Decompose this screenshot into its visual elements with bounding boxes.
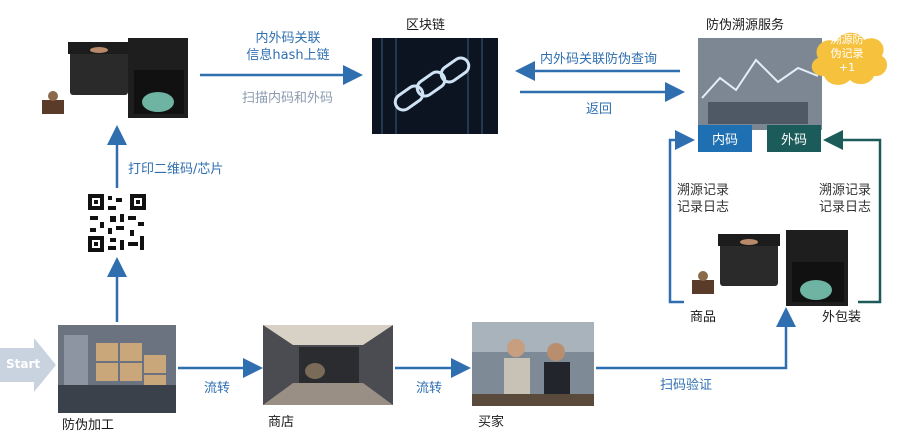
flow1-label: 流转 (204, 381, 231, 396)
link-info-label: 内外码关联 信息hash上链 (246, 31, 330, 63)
log-label-left: 溯源记录 记录日志 (676, 183, 729, 215)
blockchain-title: 区块链 (406, 18, 446, 33)
trace-record-cloud (811, 32, 888, 85)
store-label: 商店 (268, 415, 295, 430)
blockchain-image (372, 38, 498, 134)
inner-code-tag: 内码 (698, 125, 752, 152)
outer-pack-label: 外包装 (822, 310, 862, 325)
arrow-pack-outer (823, 130, 882, 304)
cloud-note-text: 溯源防 伪记录 +1 (830, 33, 864, 74)
processing-image (58, 325, 176, 413)
buyer-label: 买家 (478, 415, 505, 430)
scan-verify-label: 扫码验证 (660, 378, 713, 393)
log-label-right: 溯源记录 记录日志 (818, 183, 871, 215)
product-image-right (686, 224, 854, 312)
goods-label: 商品 (690, 310, 717, 325)
processing-label: 防伪加工 (62, 418, 115, 433)
arrow-goods-inner (668, 130, 695, 304)
trace-service-image (698, 38, 822, 130)
scan-codes-label: 扫描内码和外码 (242, 91, 334, 106)
arrow-scan-verify (596, 307, 796, 370)
print-code-label: 打印二维码/芯片 (128, 162, 224, 177)
trace-service-title: 防伪溯源服务 (706, 18, 785, 33)
store-image (263, 325, 393, 405)
qr-code-icon (86, 192, 148, 254)
start-arrow (0, 338, 56, 392)
buyer-image (472, 322, 594, 406)
return-label: 返回 (586, 102, 613, 117)
flow2-label: 流转 (416, 381, 443, 396)
start-label: Start (6, 357, 41, 371)
query-label: 内外码关联防伪查询 (540, 52, 658, 67)
product-image-top (38, 30, 193, 130)
outer-code-tag: 外码 (767, 125, 821, 152)
